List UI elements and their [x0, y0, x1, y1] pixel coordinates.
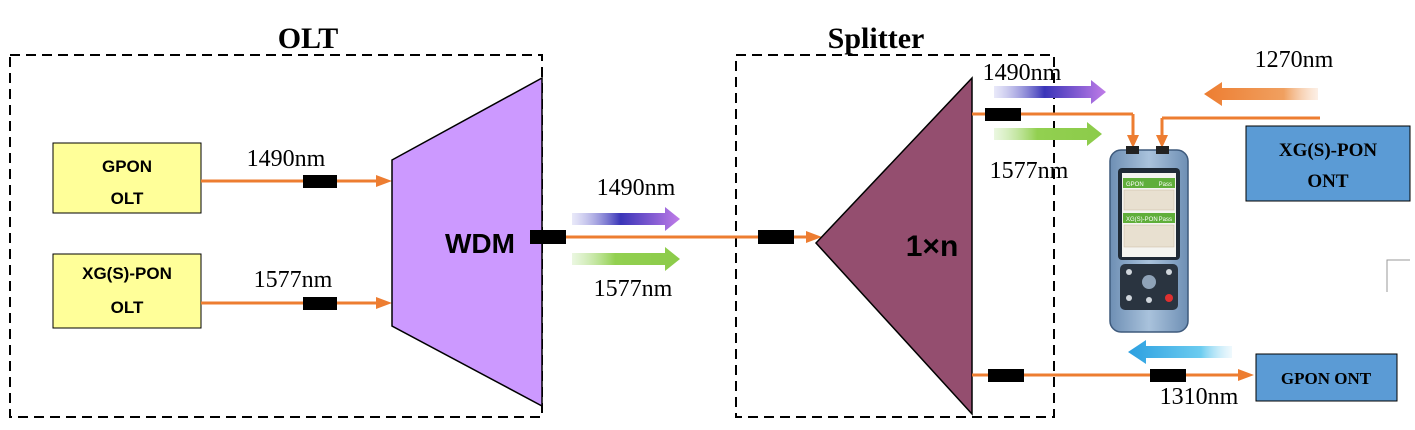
- meter-row2-status: Pass: [1159, 217, 1172, 223]
- arrow-1310nm-upstream: [1128, 340, 1232, 364]
- gpon-olt-label-line2: OLT: [111, 189, 144, 208]
- connector-splitter-out-2: [988, 369, 1024, 382]
- connector-splitter-out-1: [985, 108, 1021, 121]
- meter-row1-cells: [1123, 189, 1175, 211]
- olt-title: OLT: [278, 22, 339, 55]
- connector-splitter-in: [758, 230, 794, 244]
- connector-gpon-ont: [1150, 369, 1186, 382]
- meter-row2-title: XG(S)-PON: [1126, 217, 1158, 223]
- gpon-olt-box[interactable]: [52, 142, 202, 214]
- label-1577nm-trunk: 1577nm: [594, 276, 673, 302]
- xgpon-ont-box[interactable]: [1245, 125, 1411, 202]
- wdm-block[interactable]: [391, 76, 543, 408]
- connector-gpon-olt: [303, 175, 337, 188]
- label-1490nm-gpon-olt: 1490nm: [247, 146, 326, 172]
- fiber-drop-gpon-arrowhead: [1238, 369, 1254, 381]
- label-1310nm: 1310nm: [1160, 384, 1239, 410]
- label-1270nm: 1270nm: [1255, 47, 1334, 73]
- meter-nav-button[interactable]: [1142, 275, 1156, 289]
- arrow-1490nm-trunk: [572, 207, 680, 231]
- gpon-ont-box[interactable]: [1255, 353, 1398, 402]
- meter-key-3[interactable]: [1126, 295, 1132, 301]
- xgpon-olt-box[interactable]: [52, 253, 202, 329]
- meter-key-1[interactable]: [1126, 269, 1132, 275]
- splitter-title: Splitter: [828, 22, 925, 55]
- connector-wdm-out: [530, 230, 566, 244]
- splitter-ratio-label: 1×n: [906, 230, 959, 263]
- fiber-gpon-olt-arrowhead: [376, 175, 392, 187]
- meter-power-button[interactable]: [1165, 294, 1173, 302]
- gpon-ont-label: GPON ONT: [1281, 369, 1372, 388]
- fiber-xgpon-ont-meter-arrowhead: [1156, 135, 1168, 148]
- label-1577nm-xgpon-olt: 1577nm: [254, 267, 333, 293]
- meter-port-right: [1156, 146, 1169, 154]
- splitter-group-box: [735, 54, 1055, 418]
- fiber-trunk-arrowhead: [806, 231, 822, 243]
- meter-key-2[interactable]: [1166, 269, 1172, 275]
- meter-row1-title: GPON: [1126, 182, 1144, 188]
- label-1577nm-drop: 1577nm: [990, 158, 1069, 184]
- meter-key-4[interactable]: [1146, 297, 1152, 303]
- arrow-1490nm-drop: [994, 80, 1106, 104]
- pon-power-meter-device[interactable]: GPON Pass XG(S)-PON Pass: [1109, 146, 1189, 333]
- meter-row2-header: [1123, 213, 1175, 223]
- xgpon-ont-label-line1: XG(S)-PON: [1279, 140, 1377, 161]
- fiber-xgpon-olt-arrowhead: [376, 297, 392, 309]
- meter-port-left: [1126, 146, 1139, 154]
- xgpon-ont-label-line2: ONT: [1307, 171, 1349, 192]
- xgpon-olt-label-line1: XG(S)-PON: [82, 264, 172, 283]
- arrow-1577nm-drop: [994, 122, 1102, 146]
- connector-xgpon-olt: [303, 297, 337, 310]
- corner-mark: [1386, 259, 1410, 292]
- fiber-drop-xgpon-meter-arrowhead: [1127, 135, 1139, 148]
- splitter-block[interactable]: [814, 76, 973, 416]
- arrow-1270nm-upstream: [1204, 82, 1318, 106]
- label-1490nm-trunk: 1490nm: [597, 175, 676, 201]
- gpon-olt-label-line1: GPON: [102, 157, 152, 176]
- arrow-1577nm-trunk: [572, 247, 680, 271]
- wdm-label: WDM: [445, 228, 515, 259]
- meter-row1-status: Pass: [1159, 182, 1172, 188]
- label-1490nm-drop: 1490nm: [983, 60, 1062, 86]
- xgpon-olt-label-line2: OLT: [111, 298, 144, 317]
- meter-row2-cells: [1123, 224, 1175, 248]
- meter-row1-header: [1123, 178, 1175, 188]
